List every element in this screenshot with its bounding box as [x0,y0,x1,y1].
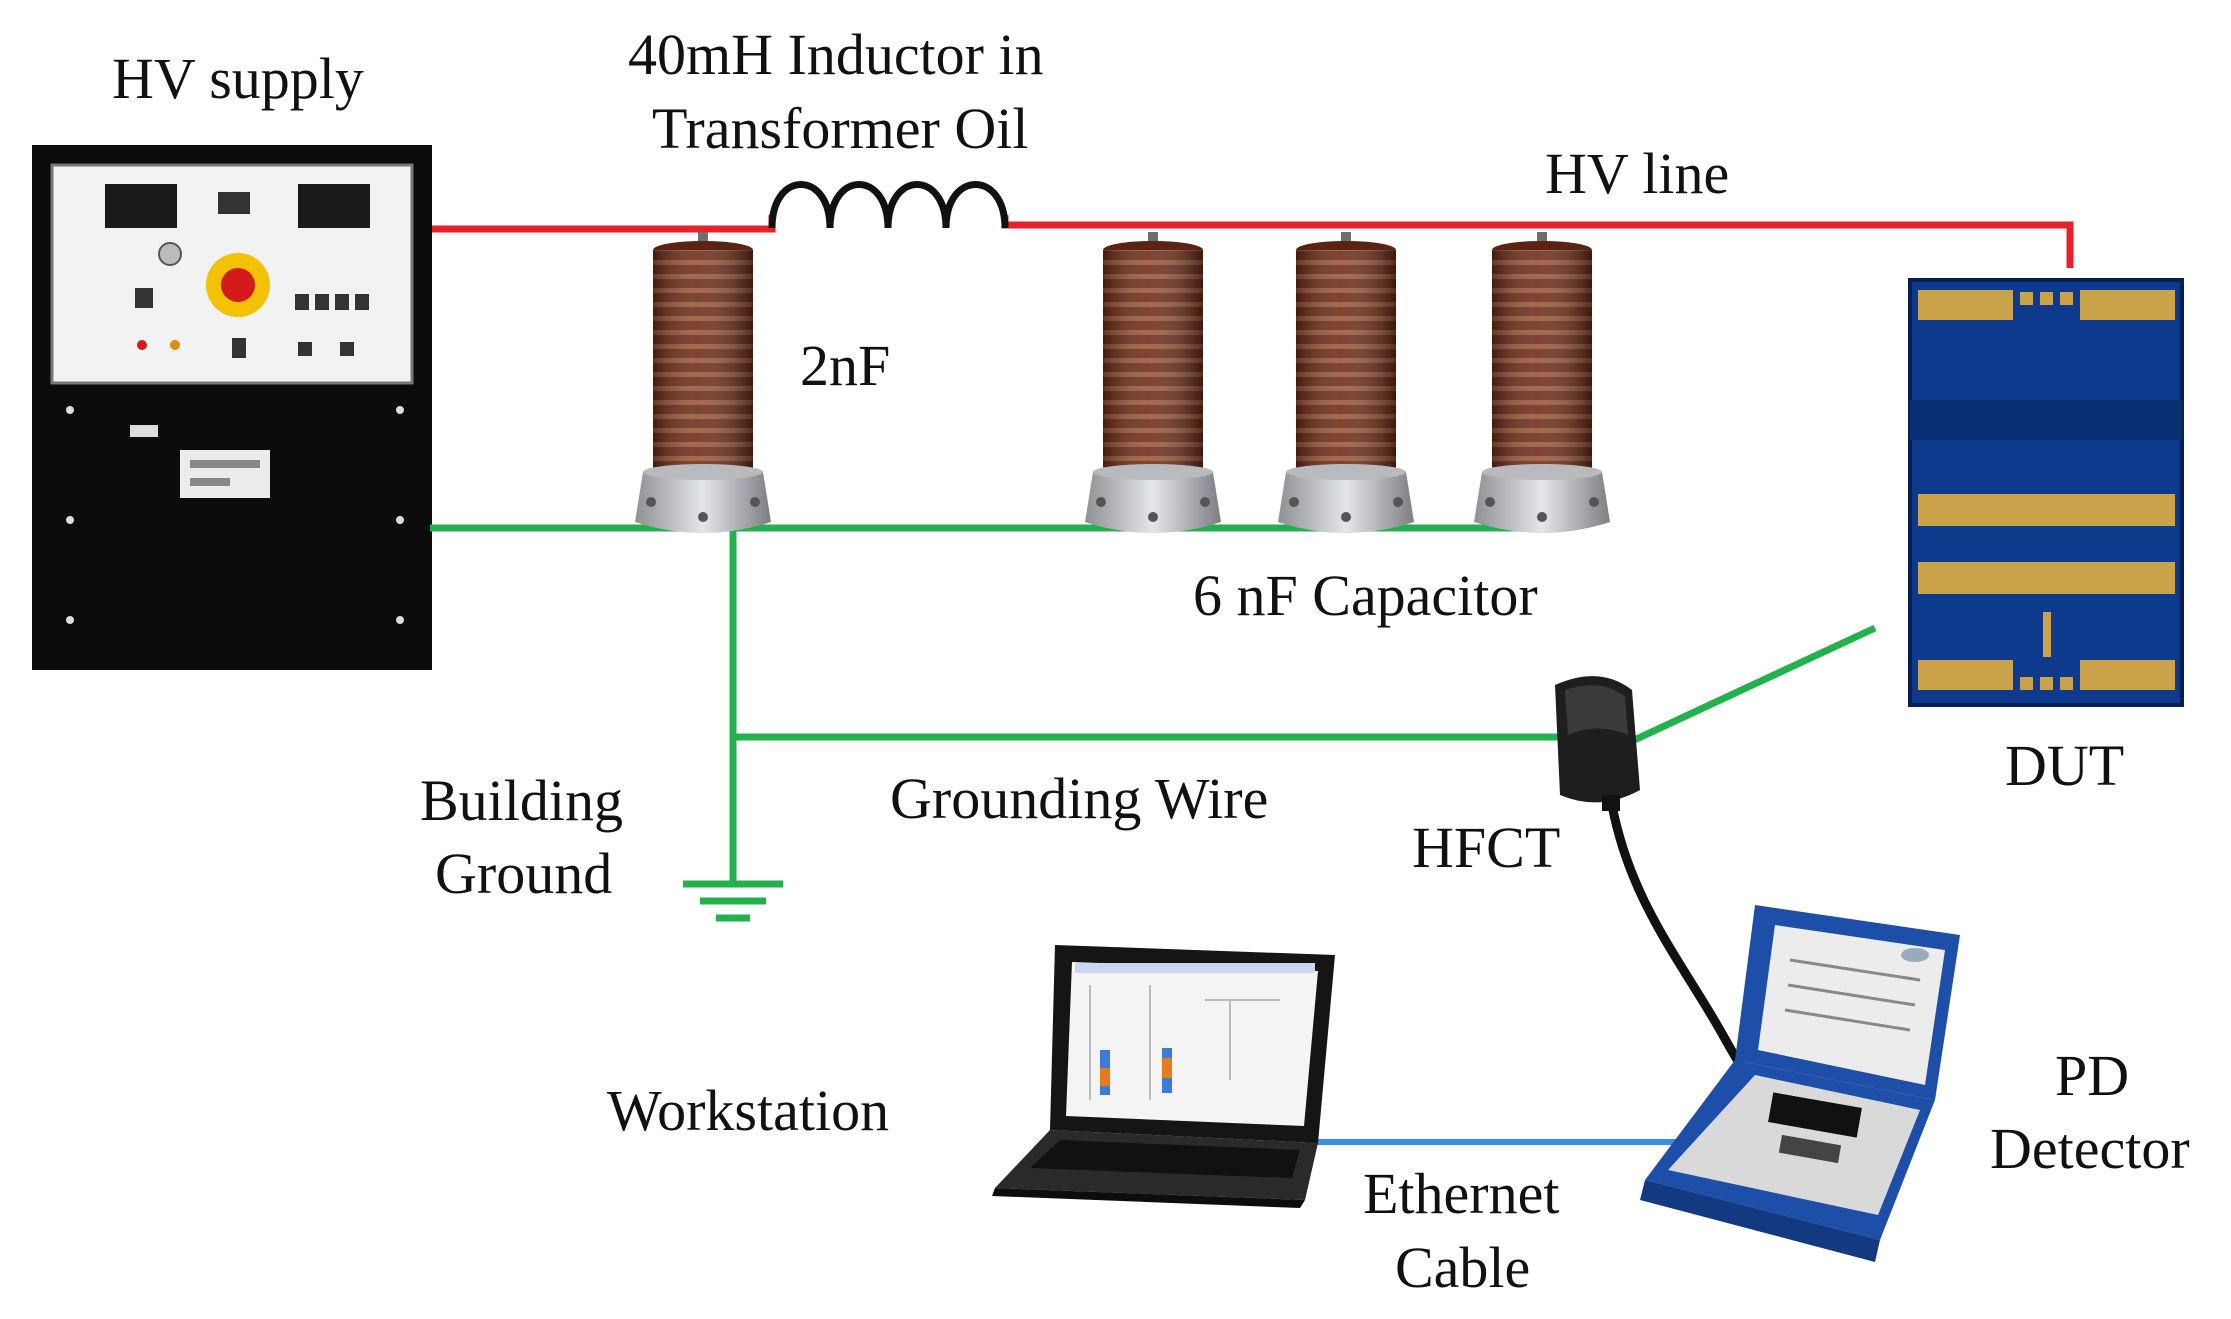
inductor-label-line1: 40mH Inductor in [628,22,1044,87]
ground-symbol [683,880,783,922]
grounding-wire-label: Grounding Wire [890,766,1268,831]
hfct-label: HFCT [1412,815,1560,880]
hv-line-wire [432,215,776,233]
workstation-laptop [992,945,1335,1208]
inductor-coil [768,181,1009,229]
pd-detector-unit [1640,905,1960,1262]
building-ground-label-line2: Ground [435,841,612,906]
building-ground-label-line1: Building [420,768,623,833]
workstation-label: Workstation [607,1078,889,1143]
dut-label: DUT [2005,733,2124,798]
ethernet-cable-label-line1: Ethernet [1363,1161,1559,1226]
hv-line-label: HV line [1545,141,1729,206]
ethernet-cable-label-line2: Cable [1395,1235,1530,1300]
pd-detector-label-line2: Detector [1990,1116,2190,1181]
capacitor-6nf-label: 6 nF Capacitor [1193,563,1538,628]
capacitor-6nf-2 [1278,232,1414,533]
dut-board [1908,278,2184,707]
hv-supply-unit [32,145,432,670]
hfct-to-dut-wire [1628,624,1877,746]
inductor-label-line2: Transformer Oil [652,96,1028,161]
capacitor-6nf-1 [1085,232,1221,533]
hv-supply-label: HV supply [112,46,364,111]
capacitor-2nf-label: 2nF [800,333,890,398]
hfct-sensor [1555,676,1640,811]
pd-detector-label-line1: PD [2055,1043,2129,1108]
capacitor-2nf [635,232,771,533]
capacitor-6nf-3 [1474,232,1610,533]
